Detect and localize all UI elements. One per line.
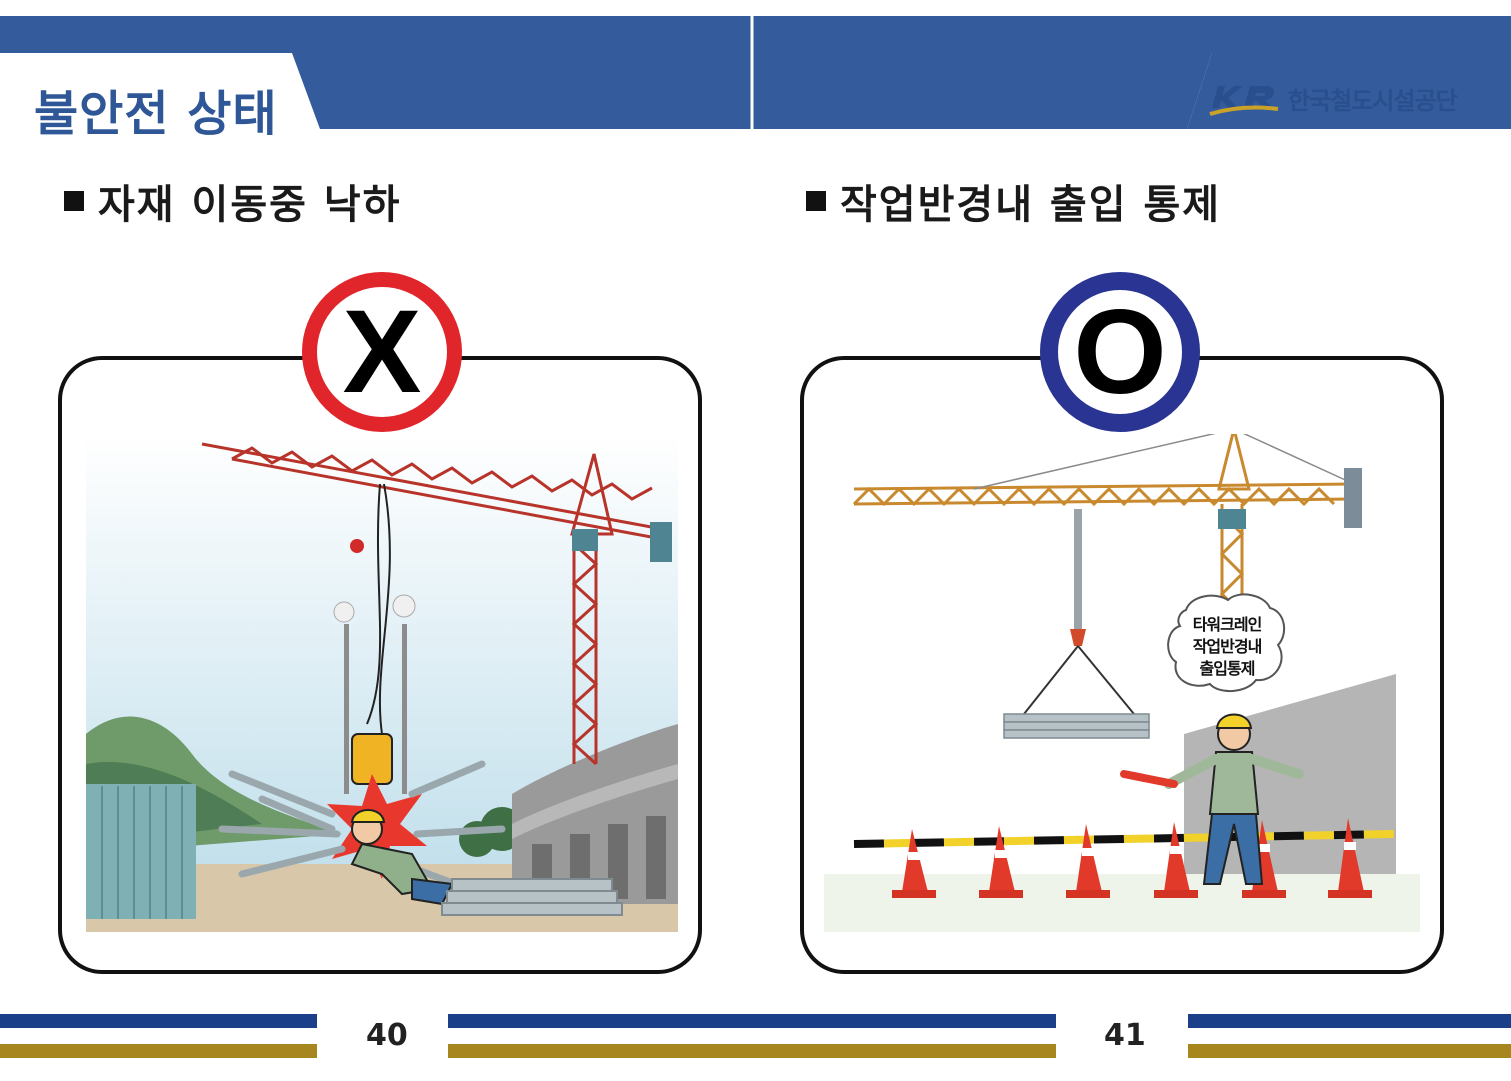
unsafe-x-badge: X	[302, 272, 462, 432]
speech-bubble-text: 타워크레인 작업반경내 출입통제	[1174, 614, 1280, 680]
square-bullet-icon	[806, 191, 826, 211]
falling-material-illustration	[86, 434, 678, 932]
footer-bars	[0, 1014, 1511, 1058]
square-bullet-icon	[64, 191, 84, 211]
speech-line: 출입통제	[1199, 659, 1256, 678]
safe-illustration-frame	[800, 356, 1444, 974]
left-panel-heading-text: 자재 이동중 낙하	[98, 182, 402, 228]
access-control-illustration	[824, 434, 1420, 932]
speech-line: 타워크레인	[1192, 615, 1263, 634]
speech-bubble	[1167, 593, 1286, 692]
kr-logo-icon	[1209, 86, 1279, 116]
page-number-left: 40	[366, 1018, 408, 1053]
unsafe-illustration-frame	[58, 356, 702, 974]
page-number-right: 41	[1104, 1018, 1146, 1053]
organization-logo: 한국철도시설공단	[1208, 74, 1458, 122]
traffic-cones	[892, 818, 1372, 898]
x-mark-icon: X	[342, 286, 422, 418]
section-title: 불안전 상태	[34, 86, 278, 142]
left-panel-heading: 자재 이동중 낙하	[64, 172, 401, 230]
header-band	[0, 16, 1511, 129]
signal-worker	[1120, 713, 1304, 885]
right-panel-heading-text: 작업반경내 출입 통제	[840, 182, 1222, 228]
organization-name: 한국철도시설공단	[1288, 86, 1458, 115]
speech-line: 작업반경내	[1192, 637, 1263, 656]
o-mark-icon: O	[1073, 285, 1167, 419]
safe-o-badge: O	[1040, 272, 1200, 432]
right-panel-heading: 작업반경내 출입 통제	[806, 172, 1221, 230]
